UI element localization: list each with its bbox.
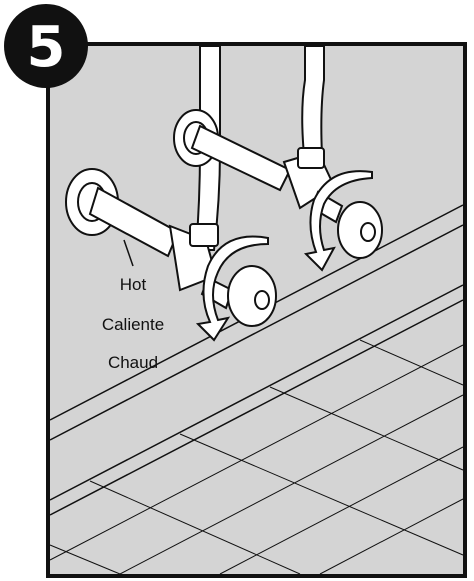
step-number: 5 <box>27 15 66 80</box>
counterclockwise-arrow-icon <box>303 170 373 272</box>
chaud-label: Chaud <box>108 353 158 372</box>
floor-edge <box>49 284 464 516</box>
counterclockwise-arrow-icon <box>195 235 269 342</box>
caliente-label: Caliente <box>102 315 164 334</box>
step-number-badge: 5 <box>4 4 88 88</box>
label-leader-line <box>123 239 134 267</box>
hot-label: Hot <box>120 275 147 294</box>
hot-valve <box>65 168 277 327</box>
floor-tile-grid <box>49 339 464 575</box>
